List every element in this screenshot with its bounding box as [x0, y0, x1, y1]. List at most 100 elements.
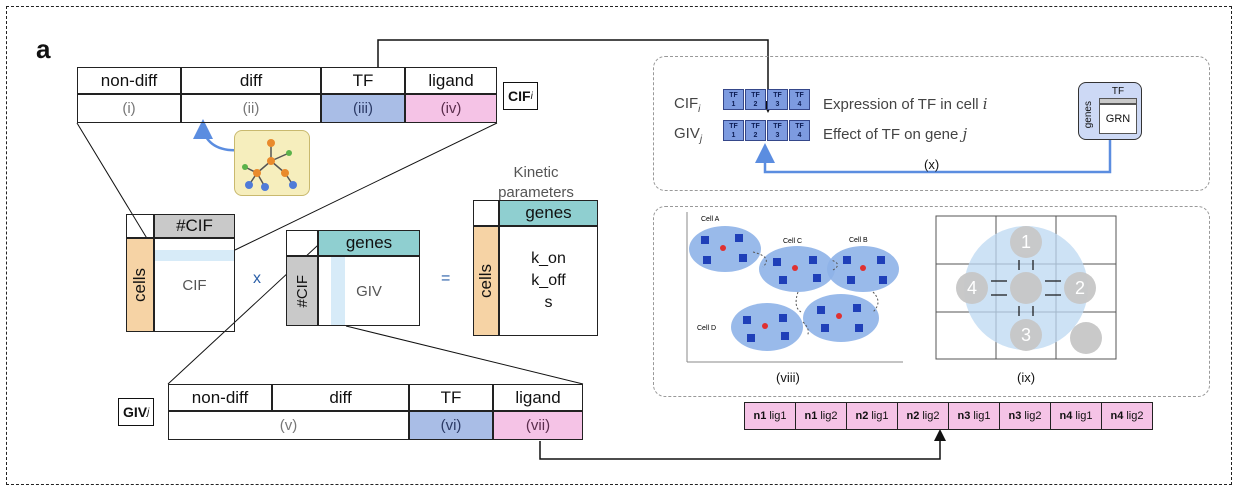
giv-header-ligand: ligand: [493, 384, 583, 411]
cif-tag-text: CIF: [508, 88, 531, 104]
kinetic-corner: [473, 200, 499, 226]
times-sign: x: [253, 270, 261, 287]
giv-header-nondiff: non-diff: [168, 384, 272, 411]
ligand-id: lig1: [769, 410, 787, 422]
tf-row2-desc: Effect of TF on gene j: [823, 125, 967, 143]
row2-label-text: GIV: [674, 125, 700, 142]
ligand-neighbor-id: n3: [1008, 410, 1022, 422]
neighbor-1: 1: [1021, 232, 1031, 252]
tf-box-number: 4: [797, 132, 802, 139]
cif-header-diff: diff: [181, 67, 321, 94]
cif-matrix-col: #CIF: [154, 214, 235, 238]
tf-box-cif-3: TF 3: [767, 89, 788, 110]
kinetic-col: genes: [499, 200, 598, 226]
tf-box-giv-3: TF 3: [767, 120, 788, 141]
param-s: s: [544, 294, 553, 311]
grn-col-label: TF: [1111, 86, 1125, 97]
caption-ix: (ix): [1017, 370, 1036, 385]
cif-sub-iv: (iv): [405, 94, 497, 123]
tf-box-number: 3: [775, 101, 780, 108]
tf-box-label: TF: [729, 123, 738, 130]
row2-desc-var: j: [962, 125, 968, 143]
grn-body: GRN: [1099, 104, 1137, 134]
figure-frame: [6, 6, 1232, 485]
param-k-off: k_off: [531, 272, 566, 289]
panel-label: a: [36, 34, 51, 64]
ligand-neighbor-id: n4: [1059, 410, 1073, 422]
cif-row-highlight: [155, 250, 234, 261]
caption-viii: (viii): [776, 370, 800, 385]
giv-rows-label: #CIF: [293, 274, 311, 308]
giv-tag-sub: j: [147, 406, 150, 418]
grn-rows-label: genes: [1083, 101, 1094, 129]
tf-row2-label: GIVj: [674, 125, 702, 145]
cell-label-d: Cell D: [697, 325, 716, 332]
cif-sub-i: (i): [77, 94, 181, 123]
tf-box-number: 4: [797, 101, 802, 108]
tf-box-number: 2: [753, 132, 758, 139]
tf-box-label: TF: [773, 123, 782, 130]
kinetic-title: Kinetic parameters: [496, 163, 576, 203]
tf-box-label: TF: [751, 123, 760, 130]
tf-box-label: TF: [795, 92, 804, 99]
ligand-neighbor-id: n4: [1110, 410, 1124, 422]
kinetic-rows-label: cells: [476, 263, 495, 298]
tf-box-giv-2: TF 2: [745, 120, 766, 141]
row1-desc-var: i: [982, 95, 988, 113]
cif-sub-ii: (ii): [181, 94, 321, 123]
differentiation-graph-icon: [234, 130, 310, 196]
giv-header-tf: TF: [409, 384, 493, 411]
giv-sub-vii: (vii): [493, 411, 583, 440]
giv-sub-vi: (vi): [409, 411, 493, 440]
tf-box-label: TF: [773, 92, 782, 99]
giv-matrix-corner: [286, 230, 318, 256]
tf-box-label: TF: [729, 92, 738, 99]
giv-matrix-body: GIV: [318, 256, 420, 326]
ligand-id: lig2: [1126, 410, 1144, 422]
grn-box: TF genes GRN: [1078, 82, 1142, 140]
tf-box-number: 1: [731, 101, 736, 108]
giv-col-highlight: [331, 257, 345, 325]
neighbor-2: 2: [1075, 278, 1085, 298]
giv-tag-text: GIV: [123, 404, 148, 420]
cell-label-c: Cell C: [783, 238, 802, 245]
ligand-neighbor-id: n2: [906, 410, 920, 422]
giv-sub-v: (v): [168, 411, 409, 440]
cif-matrix-corner: [126, 214, 154, 238]
ligand-neighbor-id: n1: [804, 410, 818, 422]
giv-body-label: GIV: [356, 282, 382, 300]
ligand-id: lig1: [973, 410, 991, 422]
cif-matrix-rows: cells: [126, 238, 154, 332]
row1-label-text: CIF: [674, 95, 699, 112]
tf-row1-label: CIFi: [674, 95, 700, 115]
giv-matrix-rows: #CIF: [286, 256, 318, 326]
grn-col-bar: [1099, 98, 1137, 104]
param-k-on: k_on: [531, 250, 566, 267]
tree-graph-icon: [242, 139, 297, 191]
tf-box-cif-4: TF 4: [789, 89, 810, 110]
tf-panel: [653, 56, 1210, 191]
tf-box-cif-1: TF 1: [723, 89, 744, 110]
tf-box-number: 3: [775, 132, 780, 139]
ligand-id: lig2: [1024, 410, 1042, 422]
cell-network-plot: Cell A Cell B Cell C Cell D: [686, 212, 903, 363]
caption-x: (x): [924, 157, 940, 172]
kinetic-body: k_on k_off s: [499, 226, 598, 336]
neighbor-grid: 1 2 3 4: [935, 215, 1117, 360]
spatial-panel: [653, 206, 1210, 397]
giv-matrix-col: genes: [318, 230, 420, 256]
ligand-id: lig1: [871, 410, 889, 422]
ligand-id: lig1: [1075, 410, 1093, 422]
